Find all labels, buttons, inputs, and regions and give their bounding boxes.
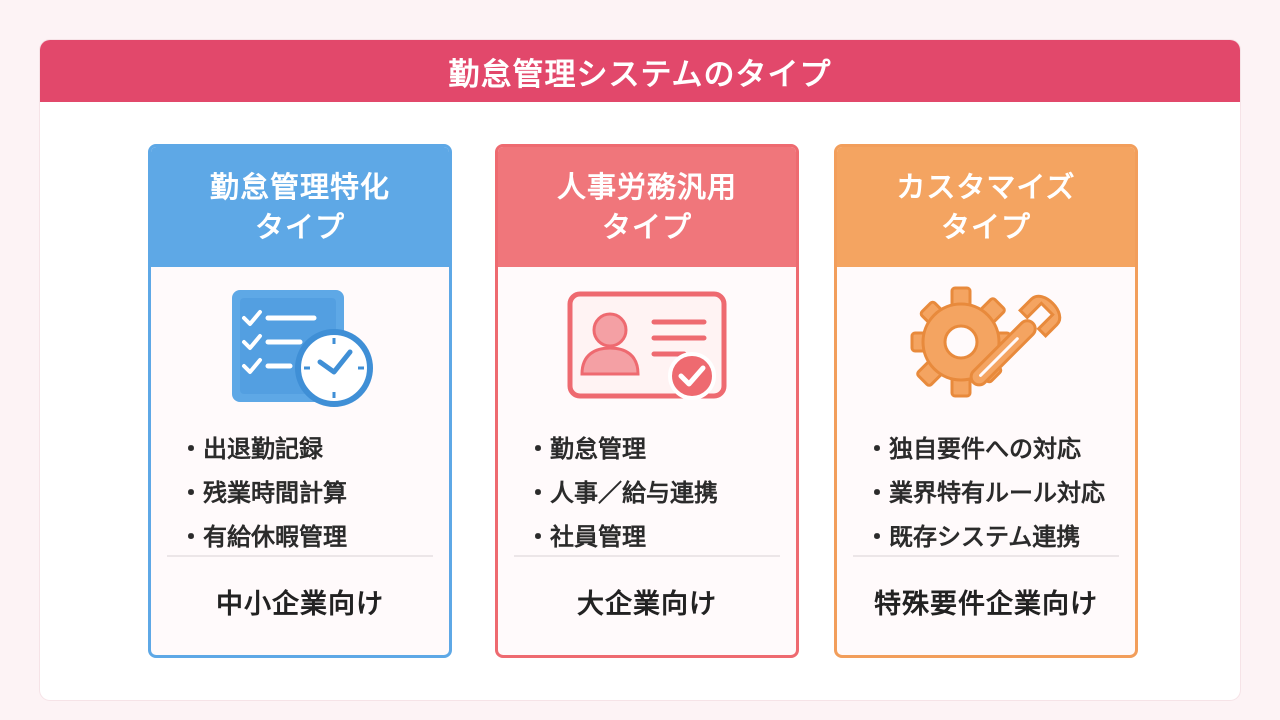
feature-list: 出退勤記録 残業時間計算 有給休暇管理 xyxy=(151,427,449,551)
feature-item: 残業時間計算 xyxy=(179,471,449,515)
card-header: 勤怠管理特化 タイプ xyxy=(151,147,449,267)
card-icon-area xyxy=(498,267,796,427)
feature-list: 勤怠管理 人事／給与連携 社員管理 xyxy=(498,427,796,551)
card-hr-general-type: 人事労務汎用 タイプ 勤怠管理 人事／給与連携 社員管理 大企業向け xyxy=(495,144,799,658)
target-label: 大企業向け xyxy=(577,588,717,620)
card-header: 人事労務汎用 タイプ xyxy=(498,147,796,267)
feature-list: 独自要件への対応 業界特有ルール対応 既存システム連携 xyxy=(837,427,1135,551)
card-icon-area xyxy=(151,267,449,427)
feature-item: 勤怠管理 xyxy=(526,427,796,471)
divider xyxy=(514,555,780,557)
card-header: カスタマイズ タイプ xyxy=(837,147,1135,267)
gear-wrench-icon xyxy=(910,286,1062,398)
feature-item: 既存システム連携 xyxy=(865,515,1135,559)
feature-item: 人事／給与連携 xyxy=(526,471,796,515)
feature-item: 業界特有ルール対応 xyxy=(865,471,1135,515)
card-customize-type: カスタマイズ タイプ xyxy=(834,144,1138,658)
card-title-line-1: 人事労務汎用 xyxy=(556,170,737,204)
card-icon-area xyxy=(837,267,1135,427)
feature-item: 有給休暇管理 xyxy=(179,515,449,559)
card-title-line-2: タイプ xyxy=(940,210,1031,244)
page-title: 勤怠管理システムのタイプ xyxy=(40,40,1240,102)
diagram-frame: 勤怠管理システムのタイプ 勤怠管理特化 タイプ xyxy=(40,40,1240,700)
feature-item: 出退勤記録 xyxy=(179,427,449,471)
card-title-line-1: カスタマイズ xyxy=(896,170,1076,204)
feature-item: 独自要件への対応 xyxy=(865,427,1135,471)
target-label: 中小企業向け xyxy=(216,588,384,620)
card-title-line-2: タイプ xyxy=(254,210,345,244)
checklist-clock-icon xyxy=(232,290,373,407)
card-attendance-type: 勤怠管理特化 タイプ 出退勤記録 残業時間計 xyxy=(148,144,452,658)
card-title-line-1: 勤怠管理特化 xyxy=(209,170,390,204)
target-label: 特殊要件企業向け xyxy=(874,588,1098,620)
card-title-line-2: タイプ xyxy=(601,210,692,244)
feature-item: 社員管理 xyxy=(526,515,796,559)
id-card-check-icon xyxy=(567,291,727,400)
